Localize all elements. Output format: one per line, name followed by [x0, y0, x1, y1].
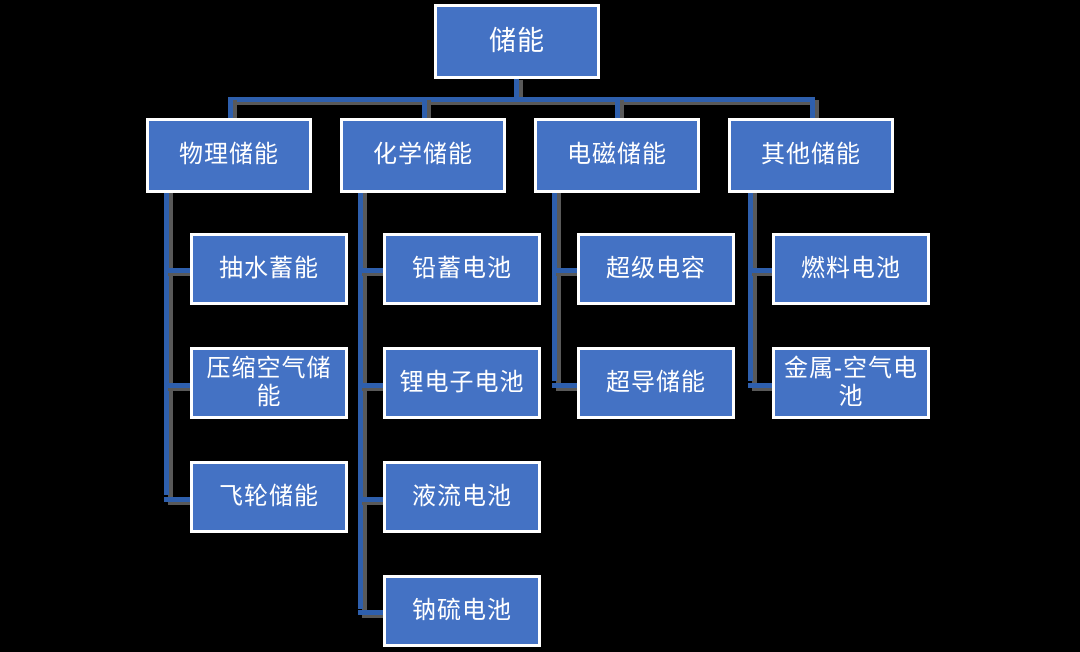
node-label: 压缩空气储 能	[206, 354, 332, 410]
node-lead-acid-battery[interactable]: 铅蓄电池	[383, 233, 541, 305]
node-pumped-hydro-storage[interactable]: 抽水蓄能	[190, 233, 348, 305]
connector-drop-1	[228, 97, 233, 119]
node-supercapacitor[interactable]: 超级电容	[577, 233, 735, 305]
connector-branch2-trunk	[358, 189, 363, 609]
connector-branch2-stub2-shadow	[362, 386, 388, 391]
connector-branch1-stub2-shadow	[168, 386, 194, 391]
connector-branch4-stub1	[748, 268, 774, 273]
node-label: 超级电容	[606, 254, 706, 282]
connector-branch4-trunk	[748, 189, 753, 381]
connector-branch1-stub3-shadow	[168, 500, 194, 505]
connector-branch4-stub2-shadow	[752, 386, 778, 391]
connector-branch2-stub1	[358, 268, 384, 273]
connector-branch3-stub2	[552, 383, 578, 388]
connector-branch1-trunk-shadow	[168, 192, 173, 498]
connector-branch1-stub1	[164, 268, 190, 273]
connector-branch2-stub3	[358, 497, 384, 502]
node-label: 钠硫电池	[412, 596, 512, 624]
node-flow-battery[interactable]: 液流电池	[383, 461, 541, 533]
connector-branch2-stub2	[358, 383, 384, 388]
connector-branch2-stub1-shadow	[362, 271, 388, 276]
connector-branch3-trunk-shadow	[556, 192, 561, 384]
node-label: 物理储能	[179, 141, 279, 169]
node-superconducting-storage[interactable]: 超导储能	[577, 347, 735, 419]
connector-drop-1-shadow	[232, 100, 237, 122]
node-lithium-ion-battery[interactable]: 锂电子电池	[383, 347, 541, 419]
node-label: 燃料电池	[801, 254, 901, 282]
connector-drop-2	[422, 97, 427, 119]
connector-branch2-stub4-shadow	[362, 613, 388, 618]
connector-branch3-stub1	[552, 268, 578, 273]
node-compressed-air-storage[interactable]: 压缩空气储 能	[190, 347, 348, 419]
node-category-other-storage[interactable]: 其他储能	[728, 118, 894, 193]
connector-drop-4	[810, 97, 815, 119]
node-label: 电磁储能	[567, 141, 667, 169]
connector-drop-3	[615, 97, 620, 119]
connector-branch1-trunk	[164, 189, 169, 495]
node-label: 金属-空气电 池	[784, 354, 918, 410]
connector-branch3-stub1-shadow	[556, 271, 582, 276]
node-label: 液流电池	[412, 482, 512, 510]
connector-branch2-stub3-shadow	[362, 500, 388, 505]
node-flywheel-storage[interactable]: 飞轮储能	[190, 461, 348, 533]
connector-branch4-stub2	[748, 383, 774, 388]
node-root-energy-storage[interactable]: 储能	[434, 4, 600, 79]
node-label: 超导储能	[606, 368, 706, 396]
node-label: 锂电子电池	[399, 368, 525, 396]
connector-branch1-stub1-shadow	[168, 271, 194, 276]
connector-bus-shadow	[232, 100, 814, 105]
node-category-physical-storage[interactable]: 物理储能	[146, 118, 312, 193]
connector-drop-3-shadow	[619, 100, 624, 122]
node-label: 铅蓄电池	[412, 254, 512, 282]
connector-root-stem	[514, 78, 519, 100]
node-category-chemical-storage[interactable]: 化学储能	[340, 118, 506, 193]
connector-drop-4-shadow	[814, 100, 819, 122]
connector-branch4-stub1-shadow	[752, 271, 778, 276]
connector-root-stem-shadow	[518, 80, 523, 100]
connector-branch3-stub2-shadow	[556, 386, 582, 391]
node-label: 抽水蓄能	[219, 254, 319, 282]
connector-branch2-trunk-shadow	[362, 192, 367, 612]
connector-branch4-trunk-shadow	[752, 192, 757, 384]
node-label: 化学储能	[373, 141, 473, 169]
node-label: 其他储能	[761, 141, 861, 169]
connector-branch1-stub2	[164, 383, 190, 388]
connector-drop-2-shadow	[426, 100, 431, 122]
connector-bus	[228, 97, 810, 102]
node-metal-air-battery[interactable]: 金属-空气电 池	[772, 347, 930, 419]
node-label: 储能	[489, 25, 545, 56]
node-sodium-sulfur-battery[interactable]: 钠硫电池	[383, 575, 541, 647]
node-fuel-cell[interactable]: 燃料电池	[772, 233, 930, 305]
connector-branch1-stub3	[164, 497, 190, 502]
node-label: 飞轮储能	[219, 482, 319, 510]
node-category-electromagnetic-storage[interactable]: 电磁储能	[534, 118, 700, 193]
connector-branch2-stub4	[358, 610, 384, 615]
connector-branch3-trunk	[552, 189, 557, 381]
